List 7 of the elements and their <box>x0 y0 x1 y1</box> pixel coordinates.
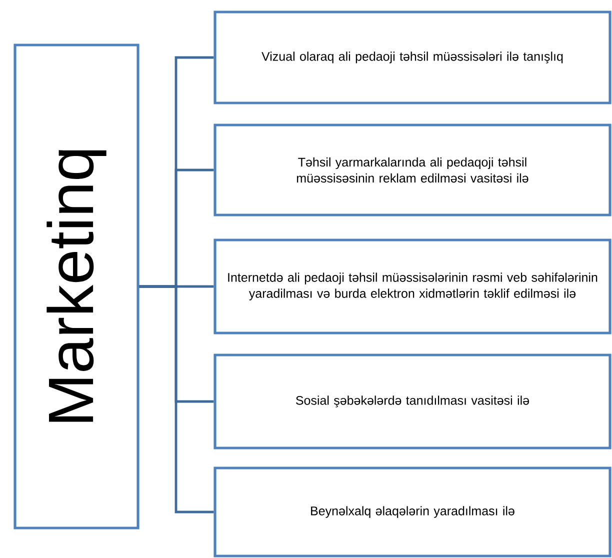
text-box: Sosial şəbəkələrdə tanıdılması vasitəsi ilə <box>214 354 612 450</box>
text-box: Təhsil yarmarkalarında ali pedaqoji təhsil müəssisəsinin reklam edilməsi vasitəsi ilə <box>214 124 612 216</box>
text-box: Internetdə ali pedaoji təhsil müəssisələrinin rəsmi veb səhifələrinin yaradilması və burda elektron xidmətlərin təklif edilməsi ilə <box>214 238 612 334</box>
title-box: Marketinq <box>14 44 140 530</box>
text-box: Vizual olaraq ali pedaoji təhsil müəssisələri ilə tanışlıq <box>214 10 612 104</box>
text-box: Beynəlxalq əlaqələrin yaradılması ilə <box>214 466 612 558</box>
connector-line <box>139 285 214 514</box>
